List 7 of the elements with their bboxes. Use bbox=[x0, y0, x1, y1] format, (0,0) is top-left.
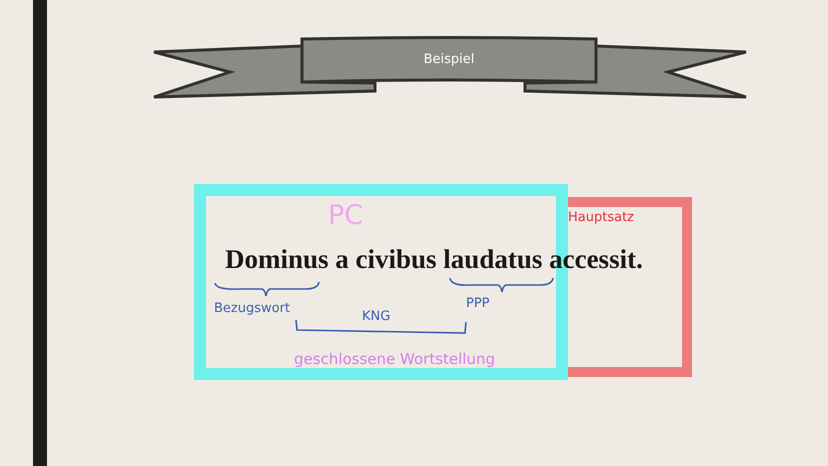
handwritten-note: geschlossene Wortstellung bbox=[294, 350, 495, 368]
handwritten-note: PC bbox=[328, 200, 364, 231]
handwritten-note: PPP bbox=[466, 296, 490, 311]
handwritten-note: Bezugswort bbox=[214, 301, 290, 316]
banner-title: Beispiel bbox=[422, 52, 476, 67]
handwritten-note: KNG bbox=[362, 309, 390, 324]
handwritten-note: Hauptsatz bbox=[568, 210, 634, 225]
